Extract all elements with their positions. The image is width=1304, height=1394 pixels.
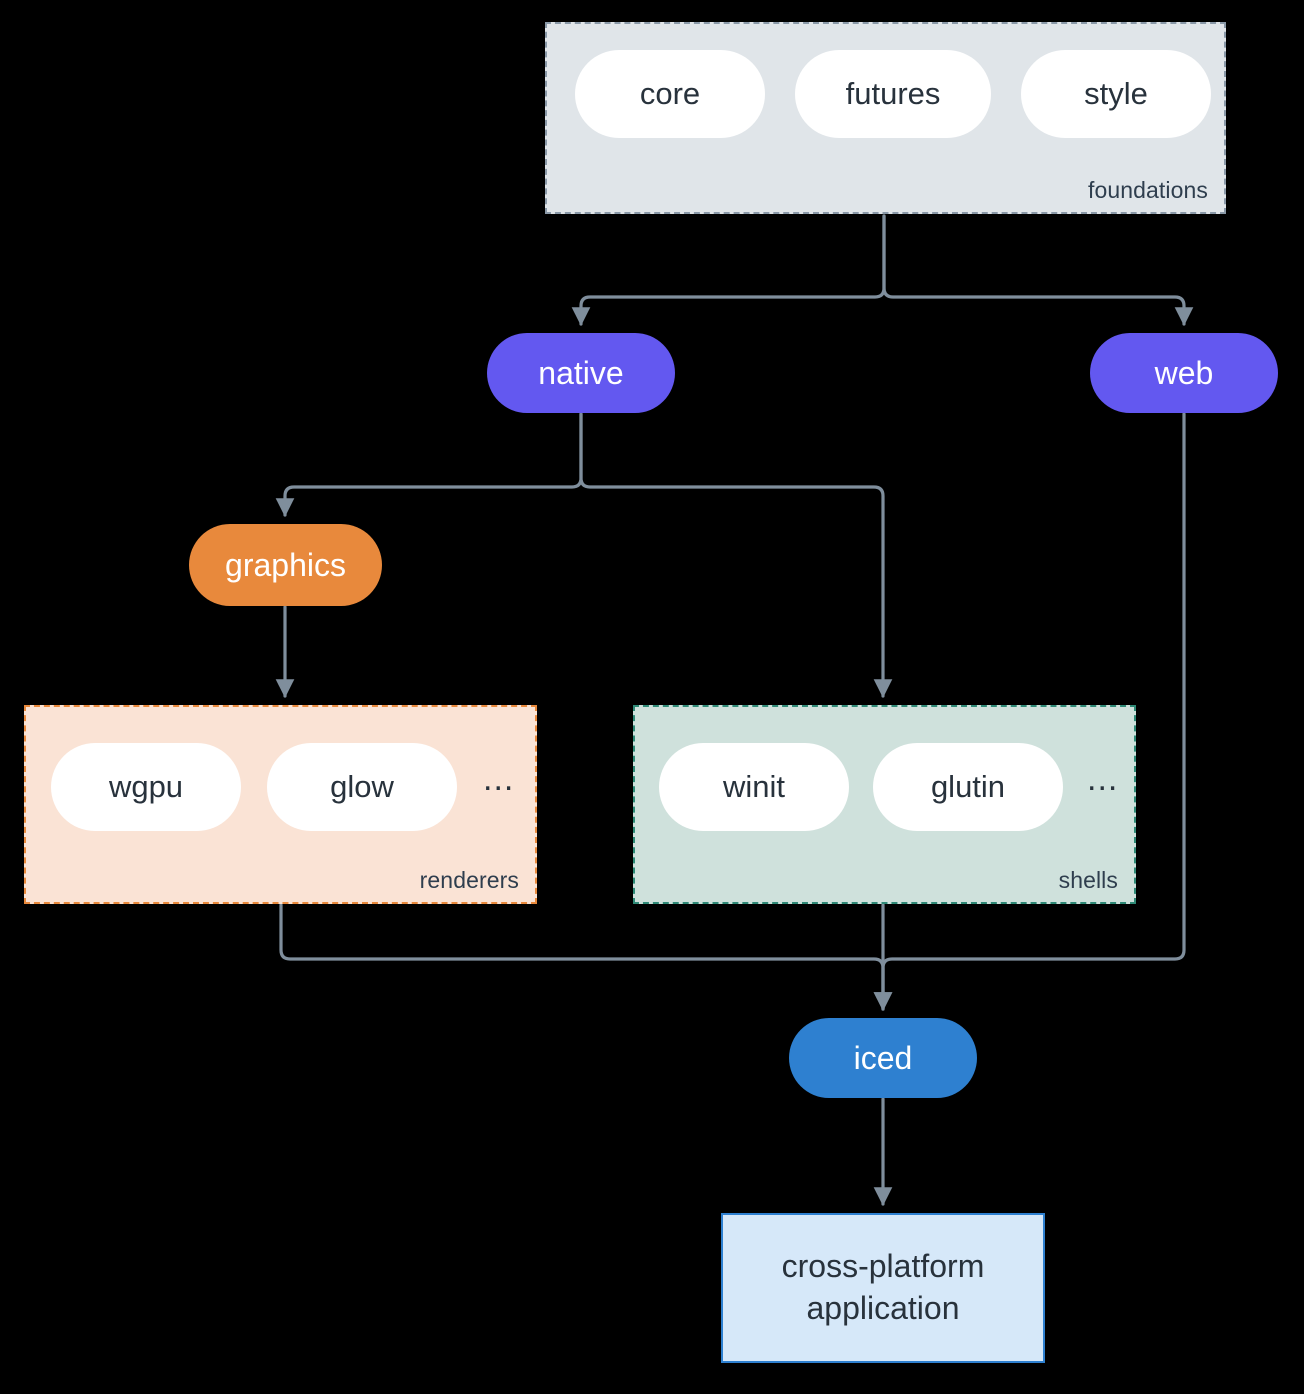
edge-foundations-native (571, 214, 886, 326)
node-winit[interactable]: winit (659, 743, 849, 831)
node-web-label: web (1154, 354, 1214, 391)
group-foundations-label: foundations (1087, 177, 1208, 203)
node-wgpu[interactable]: wgpu (51, 743, 241, 831)
node-graphics[interactable]: graphics (189, 524, 382, 606)
node-iced[interactable]: iced (789, 1018, 977, 1098)
node-wgpu-label: wgpu (108, 769, 184, 804)
renderers-items: wgpu glow ... (51, 735, 560, 839)
node-native-label: native (538, 354, 624, 391)
node-glutin[interactable]: glutin (873, 743, 1063, 831)
foundations-items: core futures style (575, 50, 1252, 138)
edge-renderers-iced (279, 903, 893, 1011)
node-style-label: style (1084, 76, 1148, 111)
shells-items: winit glutin ... (659, 735, 1158, 839)
node-glow[interactable]: glow (267, 743, 457, 831)
shells-ellipsis: ... (1087, 760, 1119, 798)
edge-foundations-web (882, 214, 1194, 326)
node-cross-platform-application[interactable]: cross-platform application (721, 1213, 1045, 1363)
group-shells[interactable]: winit glutin ... shells (633, 705, 1136, 904)
group-renderers-label: renderers (419, 867, 519, 893)
node-futures-label: futures (845, 76, 941, 111)
node-glutin-label: glutin (930, 769, 1006, 804)
edge-native-graphics (275, 412, 583, 517)
edge-web-iced (873, 412, 1186, 1011)
node-futures[interactable]: futures (795, 50, 991, 138)
renderers-ellipsis: ... (483, 760, 515, 798)
edge-native-shells (579, 412, 893, 698)
node-style[interactable]: style (1021, 50, 1211, 138)
group-shells-label: shells (1058, 867, 1118, 893)
node-core-label: core (639, 76, 701, 111)
node-core[interactable]: core (575, 50, 765, 138)
node-glow-label: glow (330, 769, 394, 804)
node-winit-label: winit (722, 769, 785, 804)
node-application-line1: cross-platform (781, 1248, 985, 1285)
node-native[interactable]: native (487, 333, 675, 413)
group-renderers[interactable]: wgpu glow ... renderers (24, 705, 537, 904)
node-web[interactable]: web (1090, 333, 1278, 413)
node-application-line2: application (806, 1290, 960, 1326)
group-foundations[interactable]: core futures style foundations (545, 22, 1226, 214)
node-iced-label: iced (853, 1039, 913, 1076)
node-graphics-label: graphics (225, 546, 346, 583)
